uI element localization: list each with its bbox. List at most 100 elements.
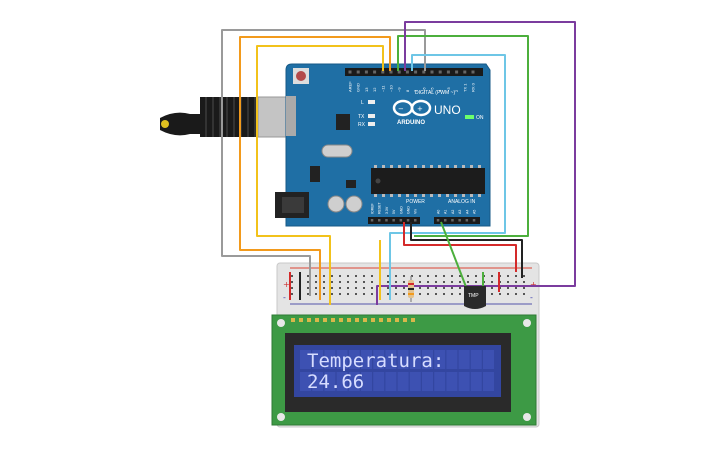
lcd-mount-hole-bl — [277, 413, 285, 421]
chip-pin — [446, 165, 449, 168]
wire-red-5v[interactable] — [403, 222, 517, 272]
lcd-cell — [434, 372, 446, 391]
rail-minus-right: - — [530, 293, 533, 302]
lcd-cell — [324, 372, 336, 391]
breadboard-hole — [435, 281, 437, 283]
breadboard-hole — [315, 281, 317, 283]
digital-pin[interactable] — [381, 70, 385, 74]
chip-pin — [438, 194, 441, 197]
lcd-cell — [336, 372, 348, 391]
breadboard-hole — [331, 275, 333, 277]
chip-pin — [406, 194, 409, 197]
digital-pin-label: 7 — [413, 89, 418, 92]
digital-pin-label: 4 — [438, 89, 443, 92]
usb-cable — [160, 96, 289, 138]
breadboard-hole — [395, 281, 397, 283]
led-l-label: L — [361, 100, 364, 106]
breadboard-hole — [387, 287, 389, 289]
usb-grip-ridge — [212, 97, 214, 137]
breadboard-hole — [323, 281, 325, 283]
tmp-sensor-label: TMP — [468, 293, 479, 299]
temperature-sensor[interactable]: TMP — [464, 286, 486, 309]
reset-button-cap[interactable] — [296, 71, 306, 81]
analog-pin[interactable] — [451, 219, 454, 222]
wire-green-a0[interactable] — [440, 221, 469, 293]
digital-pin-label: 2 — [454, 89, 459, 92]
digital-pin[interactable] — [463, 70, 467, 74]
analog-pin[interactable] — [472, 219, 476, 222]
digital-pin[interactable] — [414, 70, 418, 74]
analog-pin[interactable] — [458, 219, 461, 222]
led-l — [368, 100, 375, 104]
digital-pin-label: ~9 — [397, 87, 402, 92]
analog-pin[interactable] — [465, 219, 469, 222]
digital-pin[interactable] — [471, 70, 475, 74]
power-pin[interactable] — [385, 219, 388, 222]
digital-pin[interactable] — [430, 70, 434, 74]
chip-pin — [478, 165, 481, 168]
digital-pin[interactable] — [364, 70, 368, 74]
breadboard-hole — [323, 275, 325, 277]
digital-pin[interactable] — [348, 70, 352, 74]
digital-pin[interactable] — [438, 70, 442, 74]
breadboard-hole — [491, 275, 493, 277]
wire-green-top[interactable] — [397, 35, 529, 237]
lcd-pin — [355, 318, 359, 322]
wire-orange[interactable] — [239, 36, 391, 300]
wire-black-gnd[interactable] — [410, 222, 523, 278]
breadboard-hole — [307, 293, 309, 295]
board-usb-jack — [286, 96, 296, 136]
digital-pin[interactable] — [455, 70, 459, 74]
usb-grip-ridge — [233, 97, 235, 137]
digital-pin[interactable] — [389, 70, 393, 74]
power-pin-label: RESET — [378, 201, 382, 214]
breadboard-hole — [315, 287, 317, 289]
power-pin[interactable] — [378, 219, 381, 222]
breadboard-hole — [491, 281, 493, 283]
breadboard-hole — [363, 287, 365, 289]
logo-plus-icon: + — [417, 105, 423, 113]
digital-pin[interactable] — [422, 70, 426, 74]
lcd-cell — [446, 372, 458, 391]
breadboard-hole — [411, 275, 413, 277]
digital-pin[interactable] — [397, 70, 401, 74]
breadboard-hole — [427, 293, 429, 295]
lcd-cell — [458, 350, 470, 369]
wire-yellow[interactable] — [256, 45, 384, 305]
digital-pin[interactable] — [356, 70, 360, 74]
breadboard-hole — [371, 281, 373, 283]
digital-pin[interactable] — [405, 70, 409, 74]
power-pin[interactable] — [370, 219, 374, 222]
led-rx — [368, 122, 375, 126]
analog-pin[interactable] — [436, 219, 440, 222]
lcd-pin-row — [291, 318, 415, 322]
usb-cable-tip-icon — [161, 120, 169, 128]
power-pin[interactable] — [414, 219, 417, 222]
breadboard-hole — [451, 287, 453, 289]
chip-pin — [398, 194, 401, 197]
power-pin[interactable] — [399, 219, 403, 222]
lcd-cell — [348, 350, 360, 369]
breadboard-hole — [355, 281, 357, 283]
lcd-cell — [324, 350, 336, 369]
breadboard-hole — [395, 293, 397, 295]
power-pin-label: GND — [399, 206, 403, 214]
led-tx — [368, 114, 375, 118]
wire-purple[interactable] — [376, 21, 576, 305]
lcd-cell — [312, 372, 324, 391]
power-pin[interactable] — [392, 219, 395, 222]
lcd-cell — [312, 350, 324, 369]
chip-pin — [430, 194, 433, 197]
analog-pin[interactable] — [444, 219, 447, 222]
wires — [221, 21, 576, 305]
digital-pin[interactable] — [373, 70, 377, 74]
breadboard-hole — [347, 281, 349, 283]
wire-lightblue[interactable] — [389, 54, 506, 300]
usb-plug-body — [200, 97, 260, 137]
usb-chip — [336, 114, 350, 130]
resistor[interactable] — [408, 276, 414, 302]
power-pin[interactable] — [406, 219, 410, 222]
digital-pin[interactable] — [446, 70, 450, 74]
lcd-pin — [363, 318, 367, 322]
